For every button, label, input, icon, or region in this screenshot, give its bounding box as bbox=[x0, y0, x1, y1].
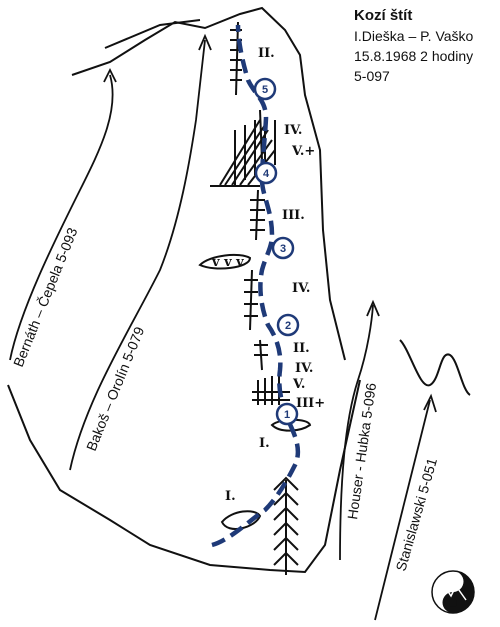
arrow-up-icon bbox=[423, 393, 437, 413]
grade-label: IV. bbox=[295, 361, 313, 376]
route-label-houser: Houser - Hubka 5-096 bbox=[344, 382, 379, 521]
grade-label: IV. bbox=[284, 123, 302, 138]
route-info: Kozí štít I.Dieška – P. Vaško 15.8.1968 … bbox=[354, 6, 498, 86]
route-authors: I.Dieška – P. Vaško bbox=[354, 28, 474, 44]
route-line-houser bbox=[339, 304, 374, 561]
crack-hatching bbox=[230, 21, 268, 371]
svg-text:v v v: v v v bbox=[211, 255, 244, 270]
route-path bbox=[211, 24, 301, 548]
belay-station-2: 2 bbox=[276, 313, 300, 337]
svg-text:5: 5 bbox=[262, 84, 268, 96]
grade-label: III+ bbox=[296, 396, 325, 411]
arrow-up-icon bbox=[366, 299, 380, 317]
grade-label: IV. bbox=[292, 281, 310, 296]
grade-label: III. bbox=[282, 208, 305, 223]
grade-label: V.+ bbox=[291, 144, 315, 159]
arrow-up-icon bbox=[198, 33, 212, 51]
route-date-time: 15.8.1968 2 hodiny bbox=[354, 48, 474, 64]
peak-title: Kozí štít bbox=[354, 7, 413, 24]
ridge-line bbox=[104, 19, 201, 49]
svg-text:2: 2 bbox=[285, 320, 291, 332]
arrow-up-icon bbox=[103, 67, 117, 83]
route-label-bakos: Bakoš – Orolín 5-079 bbox=[83, 324, 147, 453]
route-line-bernath bbox=[9, 74, 114, 361]
grade-label: V. bbox=[292, 377, 305, 392]
svg-text:3: 3 bbox=[280, 243, 286, 255]
route-number: 5-097 bbox=[354, 68, 390, 84]
route-line-stanislawski bbox=[374, 399, 431, 621]
route-label-stanislawski: Stanislawski 5-051 bbox=[393, 456, 441, 573]
club-logo bbox=[431, 570, 475, 614]
peak-squiggle bbox=[399, 339, 471, 396]
belay-station-1: 1 bbox=[275, 402, 299, 426]
svg-text:1: 1 bbox=[284, 409, 290, 421]
grade-label: I. bbox=[225, 489, 236, 504]
route-label-bernath: Bernáth – Čepela 5-093 bbox=[10, 225, 81, 369]
grade-label: II. bbox=[258, 46, 275, 61]
ledge-oval bbox=[198, 253, 252, 270]
belay-station-4: 4 bbox=[254, 161, 278, 185]
dihedral-shading-lower bbox=[252, 374, 290, 405]
belay-station-5: 5 bbox=[253, 77, 277, 101]
belay-station-3: 3 bbox=[271, 236, 295, 260]
svg-text:4: 4 bbox=[263, 168, 270, 180]
route-line-bakos bbox=[69, 39, 206, 471]
mountain-outline bbox=[7, 6, 361, 574]
grade-label: II. bbox=[293, 341, 310, 356]
vegetation-symbol bbox=[273, 476, 299, 575]
grade-label: I. bbox=[259, 436, 270, 451]
